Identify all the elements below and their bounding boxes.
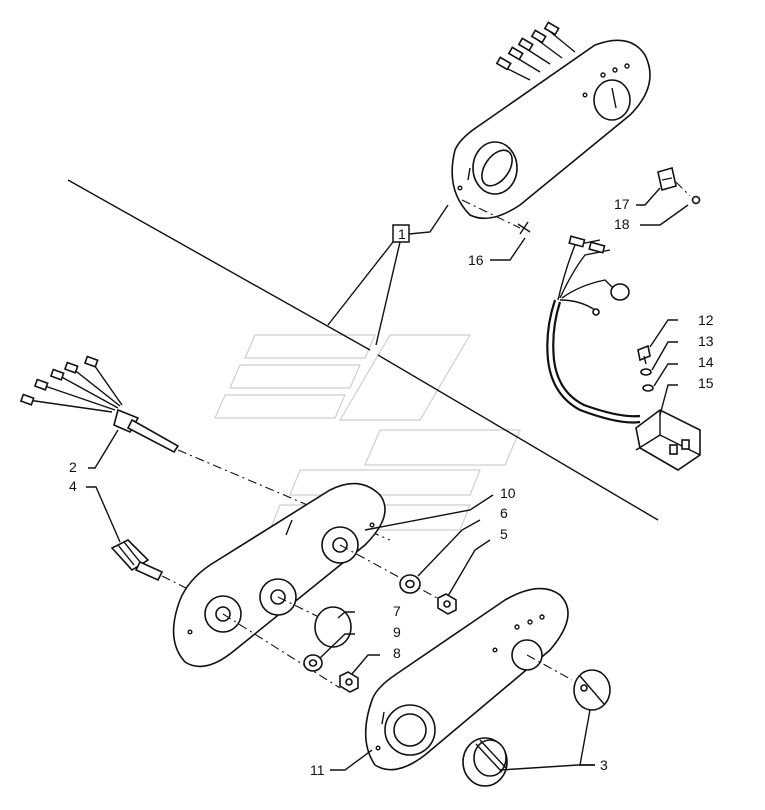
wiring-harness-15 xyxy=(546,235,701,471)
label-3: 3 xyxy=(600,757,608,773)
label-14: 14 xyxy=(698,354,714,370)
label-9: 9 xyxy=(393,624,401,640)
label-8: 8 xyxy=(393,645,401,661)
watermark-logo xyxy=(214,334,521,531)
upper-switch-plate xyxy=(451,39,651,220)
label-4: 4 xyxy=(69,478,77,494)
axis-line-4 xyxy=(526,654,573,681)
nut-8 xyxy=(339,671,359,693)
label-11: 11 xyxy=(310,762,325,778)
label-10: 10 xyxy=(500,485,516,501)
label-12: 12 xyxy=(698,312,714,328)
screw-12 xyxy=(637,344,651,365)
clip-17 xyxy=(636,166,677,206)
label-1: 1 xyxy=(398,226,406,242)
label-16: 16 xyxy=(468,252,484,268)
label-18: 18 xyxy=(614,216,630,232)
label-5: 5 xyxy=(500,526,508,542)
label-6: 6 xyxy=(500,505,508,521)
label-7: 7 xyxy=(393,603,401,619)
panel-edge-line-upper xyxy=(67,179,371,351)
front-plate-11 xyxy=(364,587,569,771)
upper-plate-terminals xyxy=(495,21,576,81)
blanking-cap-7 xyxy=(314,606,352,648)
label-15: 15 xyxy=(698,375,714,391)
screw-18 xyxy=(640,181,701,226)
knob-3-left xyxy=(462,737,508,787)
nut-5 xyxy=(437,593,457,615)
callout-box-1 xyxy=(327,204,449,346)
washer-13 xyxy=(640,368,652,376)
panel-edge-line-lower xyxy=(377,354,659,521)
label-17: 17 xyxy=(614,196,630,212)
leader-lines xyxy=(86,319,678,771)
knob-3-right xyxy=(573,669,611,711)
washer-14 xyxy=(642,384,654,392)
axis-line-1 xyxy=(339,544,451,606)
switch-plate-10 xyxy=(172,482,386,668)
label-2: 2 xyxy=(69,459,77,475)
axis-line-2 xyxy=(222,613,341,689)
label-13: 13 xyxy=(698,333,714,349)
part-labels: 1 2 3 4 5 6 7 8 9 10 11 12 13 14 15 16 1… xyxy=(69,196,714,778)
screw-16 xyxy=(461,199,531,261)
